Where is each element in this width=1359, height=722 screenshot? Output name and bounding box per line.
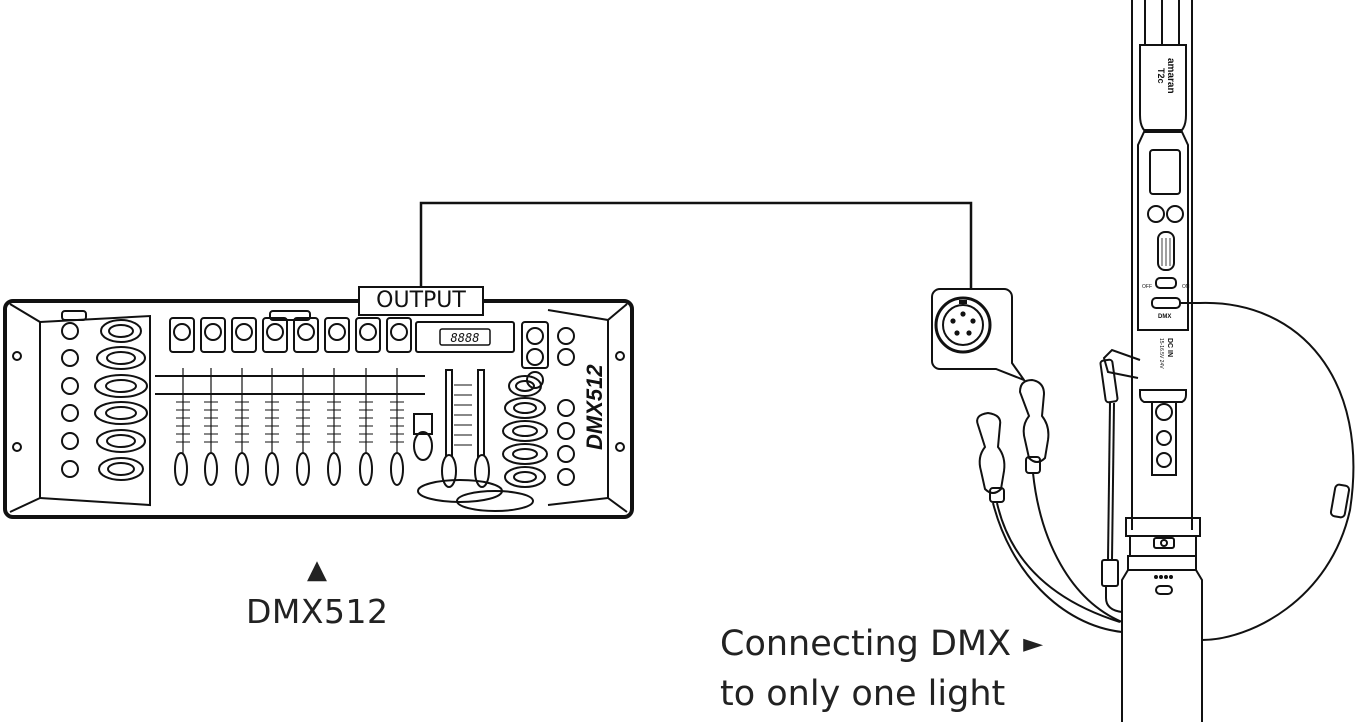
- light-button-1: [1147, 205, 1165, 223]
- light-power-switch: [1155, 277, 1177, 289]
- caption-line-1: Connecting DMX ►: [720, 624, 1043, 664]
- left-rack-ear: [9, 303, 41, 513]
- caret-up-icon: ▲: [307, 555, 327, 585]
- dmx-controller: 8888: [3, 299, 634, 519]
- xlr-plug-right: [1018, 378, 1123, 623]
- output-label: OUTPUT: [358, 286, 484, 316]
- dmx-input-cable: [1180, 301, 1355, 641]
- right-rack-ear: [607, 303, 628, 513]
- dmx-port-text: DMX: [1158, 314, 1171, 320]
- play-arrow-icon: ►: [1023, 629, 1044, 659]
- controller-body: [3, 299, 634, 519]
- tube-light: amaran T2c ON OFF DMX DC IN 15-16.5V 24V: [1121, 0, 1203, 722]
- scene-buttons: [94, 319, 148, 481]
- xlr-plug-left: [976, 411, 1123, 633]
- dc-in-spec-text: 15-16.5V 24V: [1158, 338, 1164, 369]
- function-buttons: [169, 310, 412, 353]
- light-dmx-port: [1151, 297, 1181, 309]
- dmx-cable: [419, 201, 973, 289]
- caption-line-1-text: Connecting DMX: [720, 624, 1012, 664]
- dc-in-text: DC IN: [1166, 338, 1173, 357]
- display-digits: 8888: [451, 331, 480, 345]
- brand-text: amaran: [1165, 58, 1176, 94]
- caption-line-2: to only one light: [720, 674, 1006, 714]
- light-rocker: [1157, 231, 1175, 271]
- panel-model-text: DMX512: [582, 364, 607, 450]
- led-display: 8888: [415, 321, 515, 353]
- xlr-connector-callout: [931, 288, 1027, 383]
- scanner-buttons: [61, 310, 87, 478]
- channel-faders: [155, 368, 425, 486]
- master-faders: [417, 369, 534, 512]
- panel-label-plate: DMX512: [547, 309, 609, 506]
- dc-power-cable: [1099, 348, 1141, 613]
- off-text: OFF: [1142, 284, 1152, 290]
- joystick: [413, 413, 433, 461]
- model-text: T2c: [1156, 68, 1166, 84]
- light-button-2: [1166, 205, 1184, 223]
- controller-caption: DMX512: [246, 592, 389, 631]
- right-buttons: [502, 321, 575, 488]
- light-screen: [1149, 149, 1181, 195]
- on-text: ON: [1182, 284, 1190, 290]
